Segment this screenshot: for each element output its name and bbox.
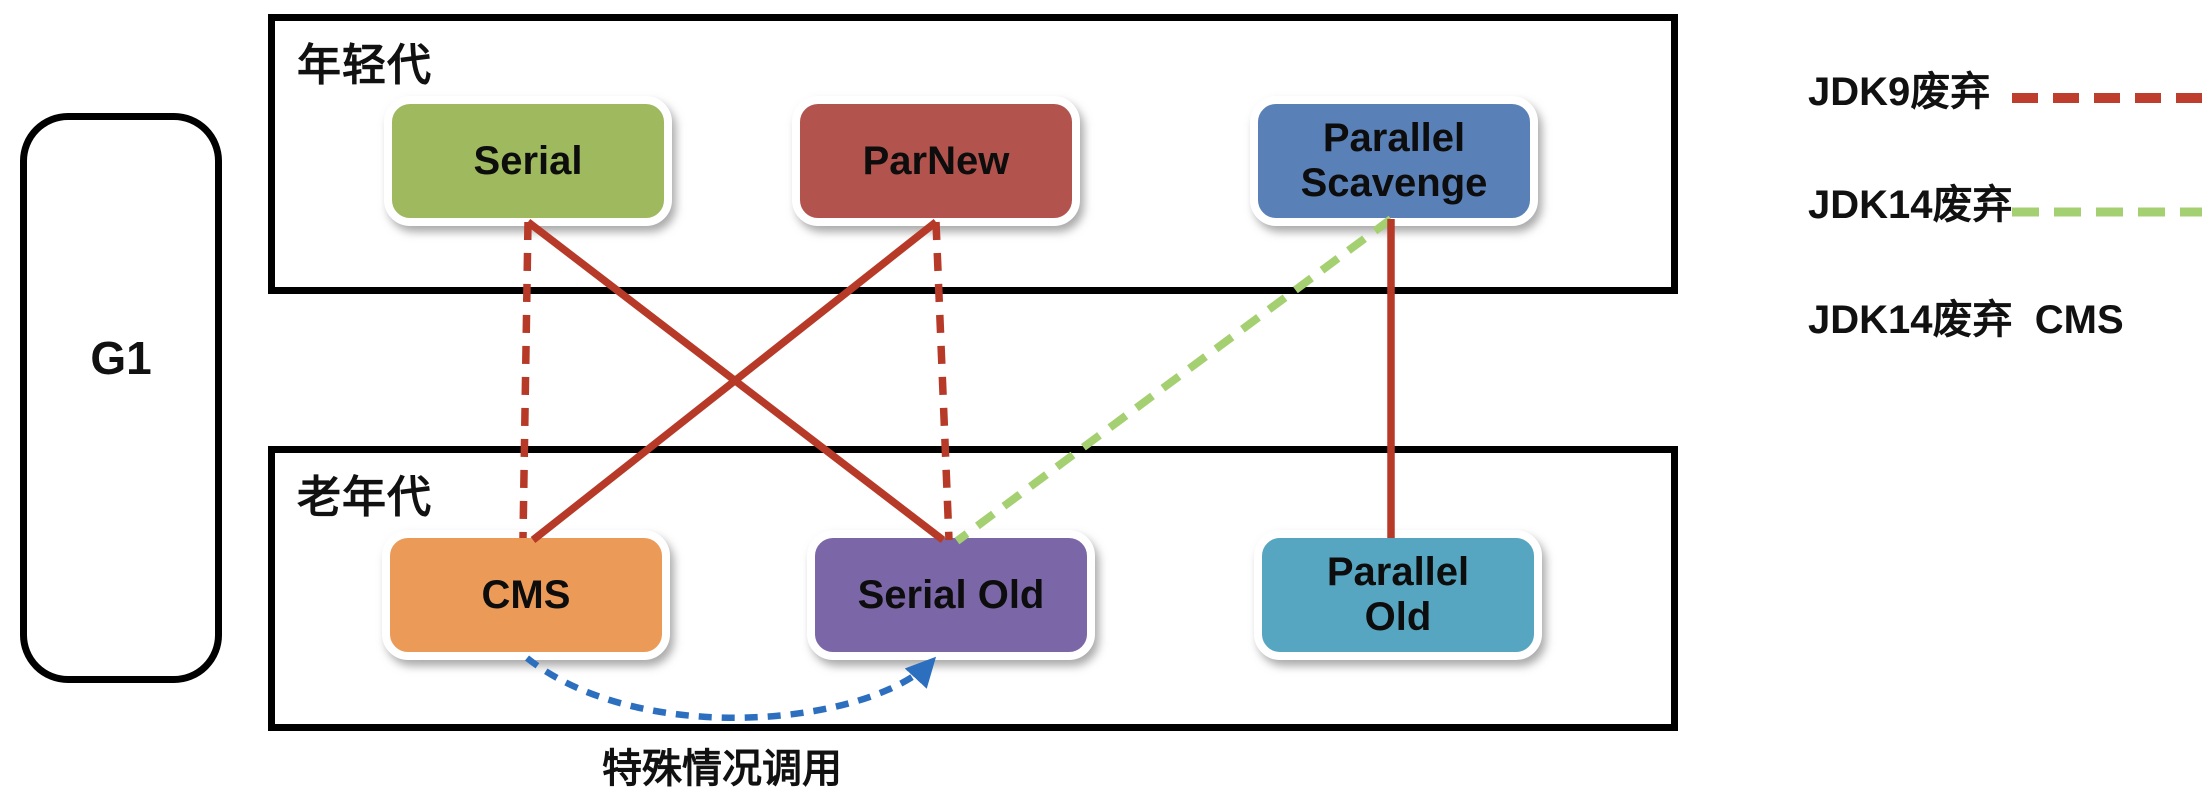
old-generation-title: 老年代 — [297, 473, 432, 522]
collector-label-serial: Serial — [473, 138, 583, 183]
legend-label-jdk14-deprecated: JDK14废弃 — [1808, 183, 2013, 227]
legend-label-jdk9-deprecated: JDK9废弃 — [1808, 70, 1991, 114]
collector-label-parnew: ParNew — [862, 138, 1010, 183]
g1-label: G1 — [90, 332, 152, 384]
young-generation-title: 年轻代 — [297, 41, 432, 90]
collector-label-parallel-old: Parallel Old — [1326, 550, 1470, 639]
collector-box-serial: Serial — [384, 96, 672, 226]
collector-box-parallel-scavenge: Parallel Scavenge — [1250, 96, 1538, 226]
collector-box-cms: CMS — [382, 530, 670, 660]
g1-box: G1 — [20, 113, 222, 683]
special-case-caption: 特殊情况调用 — [602, 747, 842, 791]
collector-box-parallel-old: Parallel Old — [1254, 530, 1542, 660]
collector-label-serial-old: Serial Old — [857, 572, 1045, 617]
legend-label-jdk14-deprecated-cms: JDK14废弃 CMS — [1808, 298, 2124, 342]
collector-label-cms: CMS — [481, 572, 571, 617]
collector-box-serial-old: Serial Old — [807, 530, 1095, 660]
collector-label-parallel-scavenge: Parallel Scavenge — [1300, 116, 1488, 205]
collector-box-parnew: ParNew — [792, 96, 1080, 226]
